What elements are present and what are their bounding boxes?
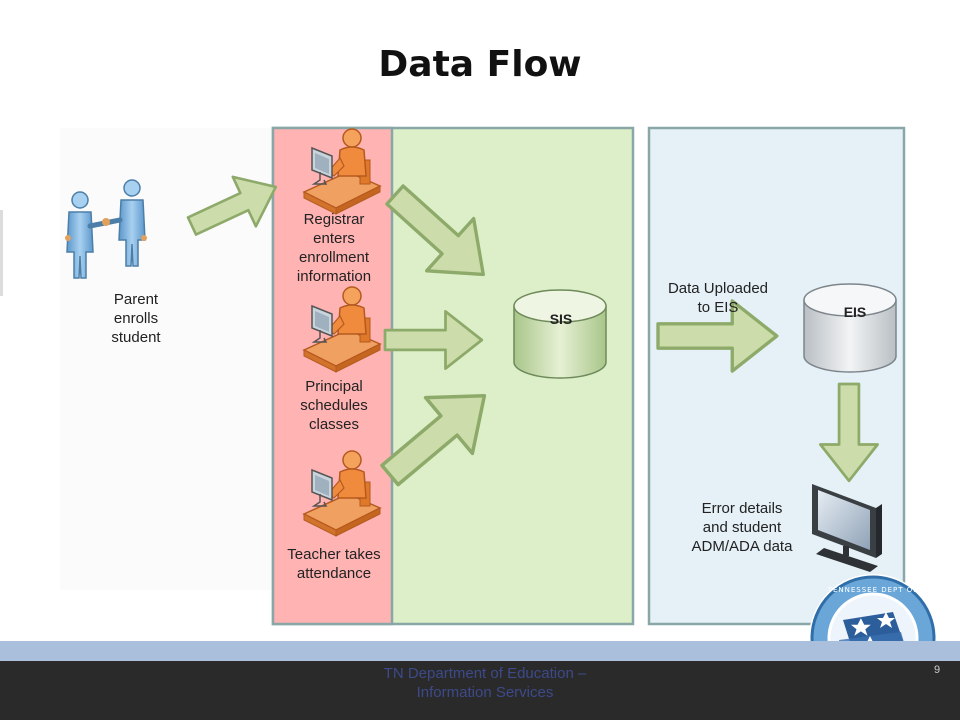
upload-label: Data Uploaded to EIS bbox=[667, 280, 769, 316]
footer-band-light bbox=[0, 641, 960, 661]
teacher-label: Teacher takes attendance bbox=[287, 546, 381, 582]
parent-handshake-icon bbox=[65, 179, 147, 279]
footer-org-text: TN Department of Education – Information… bbox=[383, 665, 587, 701]
eis-label: EIS bbox=[843, 304, 867, 320]
monitor-icon bbox=[812, 484, 882, 572]
sis-label: SIS bbox=[549, 311, 573, 327]
error-label: Error details and student ADM/ADA data bbox=[691, 500, 793, 555]
sis-database bbox=[513, 289, 607, 379]
svg-text:TENNESSEE DEPT OF: TENNESSEE DEPT OF bbox=[827, 586, 919, 594]
slide-title: Data Flow bbox=[378, 44, 582, 85]
eis-database bbox=[803, 283, 897, 373]
parent-label: Parent enrolls student bbox=[111, 291, 161, 346]
principal-label: Principal schedules classes bbox=[300, 378, 368, 433]
footer-band-dark bbox=[0, 661, 960, 720]
registrar-label: Registrar enters enrollment information bbox=[296, 211, 372, 285]
page-number: 9 bbox=[934, 664, 941, 676]
